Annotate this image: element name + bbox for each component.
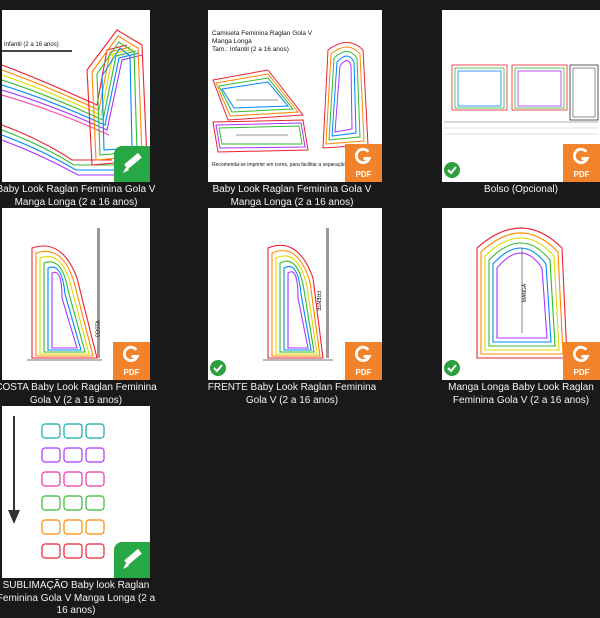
file-thumbnail[interactable]: COSTA PDF [2,208,150,380]
file-tile[interactable]: COSTA PDF COSTA Baby Look Raglan Feminin… [0,208,157,406]
file-thumbnail[interactable]: MANGA PDF [442,208,600,380]
thumb-size: Tam.: Infantil (2 a 16 anos) [212,46,289,53]
file-tile[interactable]: FRENTE PDF FRENTE Baby Look Raglan Femin… [208,208,382,406]
file-tile[interactable]: PDF Bolso (Opcional) [442,10,600,195]
file-thumbnail[interactable]: PDF [442,10,600,182]
file-name[interactable]: SUBLIMAÇÃO Baby look Raglan Feminina Gol… [0,580,156,616]
thumb-title: Camiseta Feminina Raglan Gola V [212,30,313,37]
pdf-file-icon: PDF [345,342,382,380]
file-tile[interactable]: Camiseta Feminina Raglan Gola V Manga Lo… [208,10,382,208]
file-thumbnail[interactable] [2,406,150,578]
file-name[interactable]: Manga Longa Baby Look Raglan Feminina Go… [448,382,594,406]
thumb-label: FRENTE [315,291,321,311]
file-name[interactable]: Bolso (Opcional) [484,184,558,195]
file-name[interactable]: COSTA Baby Look Raglan Feminina Gola V (… [0,382,157,406]
thumb-text: Infantil (2 a 16 anos) [4,42,59,48]
pen-edit-icon [114,542,150,578]
thumb-note: Recomenda-se imprimir em cores, para fac… [212,162,346,168]
thumb-label: MANGA [522,283,529,303]
file-tile[interactable]: SUBLIMAÇÃO Baby look Raglan Feminina Gol… [0,406,155,616]
file-name[interactable]: Baby Look Raglan Feminina Gola V Manga L… [0,184,156,208]
thumb-subtitle: Manga Longa [212,38,252,45]
file-thumbnail[interactable]: Infantil (2 a 16 anos) [2,10,150,182]
check-circle-icon [444,360,460,376]
check-circle-icon [210,360,226,376]
file-name[interactable]: Baby Look Raglan Feminina Gola V Manga L… [212,184,372,208]
pdf-file-icon: PDF [563,342,600,380]
pdf-file-icon: PDF [345,144,382,182]
pen-edit-icon [114,146,150,182]
pdf-file-icon: PDF [563,144,600,182]
file-thumbnail[interactable]: Camiseta Feminina Raglan Gola V Manga Lo… [208,10,382,182]
file-tile[interactable]: Infantil (2 a 16 anos) Baby Look Raglan … [0,10,155,208]
pdf-file-icon: PDF [113,342,150,380]
file-name[interactable]: FRENTE Baby Look Raglan Feminina Gola V … [207,382,377,406]
file-thumbnail[interactable]: FRENTE PDF [208,208,382,380]
check-circle-icon [444,162,460,178]
thumb-label: COSTA [95,320,102,338]
file-tile[interactable]: MANGA PDF Manga Longa Baby Look Raglan F… [442,208,600,406]
